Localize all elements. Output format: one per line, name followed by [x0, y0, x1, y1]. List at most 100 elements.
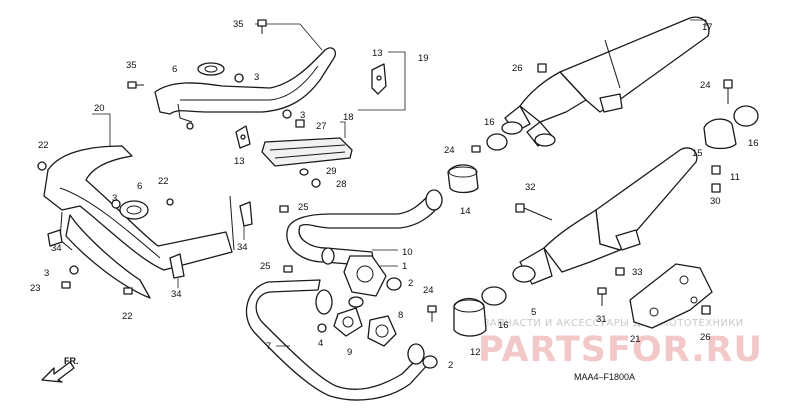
clamp-14 [447, 164, 479, 194]
callout-13: 13 [372, 48, 383, 59]
callout-3: 3 [254, 72, 259, 83]
clamp-15 [703, 118, 737, 150]
callout-8: 8 [398, 310, 403, 321]
callout-24: 24 [423, 285, 434, 296]
nut-33 [615, 267, 625, 276]
callout-2: 2 [408, 278, 413, 289]
callout-16: 16 [748, 138, 759, 149]
gasket-16-lower [481, 286, 507, 306]
bolt-24-middle [427, 305, 437, 322]
watermark-logo: PARTSFOR.RU [478, 330, 763, 370]
callout-3: 3 [300, 110, 305, 121]
callout-34: 34 [51, 243, 62, 254]
exhaust-pipe-7 [245, 279, 431, 401]
callout-26: 26 [700, 332, 711, 343]
callout-29: 29 [326, 166, 337, 177]
bolt-22-mid [166, 198, 174, 206]
joint-flange-1 [343, 255, 387, 297]
gasket-16-right [733, 105, 759, 127]
callout-16: 16 [484, 117, 495, 128]
callout-12: 12 [470, 347, 481, 358]
bracket-13-upper [371, 63, 387, 95]
callout-34: 34 [237, 242, 248, 253]
exhaust-pipe-10 [286, 189, 443, 267]
bracket-34-right [239, 201, 253, 227]
lead-35a [255, 23, 323, 51]
callout-18: 18 [343, 112, 354, 123]
callout-19: 19 [418, 53, 429, 64]
callout-22: 22 [38, 140, 49, 151]
lead-20 [92, 113, 111, 146]
lead-18 [340, 121, 346, 138]
bolt-24-right [723, 79, 733, 89]
callout-30: 30 [710, 196, 721, 207]
callout-22: 22 [122, 311, 133, 322]
callout-35: 35 [126, 60, 137, 71]
callout-31: 31 [596, 314, 607, 325]
bolt-24-upper [471, 145, 481, 153]
gasket-16-upper [486, 133, 508, 151]
lower-muffler [512, 147, 698, 285]
callout-32: 32 [525, 182, 536, 193]
callout-10: 10 [402, 247, 413, 258]
flange-8 [367, 315, 397, 347]
washer-29 [299, 168, 309, 176]
lower-heat-shield [43, 145, 235, 299]
bolt-27 [295, 119, 305, 128]
nut-26-top [537, 63, 547, 73]
callout-22: 22 [158, 176, 169, 187]
callout-labels: 35 35 6 3 13 19 3 27 18 13 29 28 20 22 3… [30, 19, 759, 371]
gasket-2-lower [422, 355, 438, 369]
callout-15: 15 [692, 148, 703, 159]
gasket-6-lower-hole [126, 205, 142, 215]
stay-bracket-21 [629, 263, 713, 329]
bolt-25-upper [279, 205, 289, 213]
bolt-25-lower [283, 265, 293, 273]
callout-13: 13 [234, 156, 245, 167]
callout-25: 25 [298, 202, 309, 213]
flange-9 [333, 307, 363, 337]
callout-25: 25 [260, 261, 271, 272]
bolt-31 [597, 287, 607, 306]
callout-7: 7 [266, 341, 271, 352]
lead-17 [690, 19, 707, 26]
collar-28 [311, 178, 321, 188]
nut-11 [711, 165, 721, 175]
nut-3-middle [282, 109, 292, 119]
bracket-34-bottom [169, 253, 185, 279]
washer-3-bottom [69, 265, 79, 275]
nut-26-bottom [701, 305, 711, 315]
callout-4: 4 [318, 338, 323, 349]
clamp-band-12 [453, 297, 487, 337]
collar-30 [711, 183, 721, 193]
callout-24: 24 [444, 145, 455, 156]
nut-3-top [234, 73, 244, 83]
callout-3: 3 [112, 193, 117, 204]
callout-33: 33 [632, 267, 643, 278]
bolt-32 [515, 203, 553, 221]
diagram-code: MAA4–F1800A [574, 372, 635, 382]
callout-5: 5 [531, 307, 536, 318]
heat-shield-cover-18 [261, 137, 353, 167]
callout-21: 21 [630, 334, 641, 345]
lead-19 [358, 51, 406, 111]
front-direction-arrow [41, 361, 75, 383]
bolt-35-left [127, 81, 144, 89]
gasket-6-lower [119, 200, 149, 220]
callout-24: 24 [700, 80, 711, 91]
callout-14: 14 [460, 206, 471, 217]
gasket-flange [348, 296, 364, 308]
bolt-35-top [257, 19, 267, 34]
nut-3-left [111, 199, 121, 209]
callout-28: 28 [336, 179, 347, 190]
callout-11: 11 [730, 172, 740, 183]
callout-6: 6 [172, 64, 177, 75]
bracket-13-lower [235, 125, 251, 149]
upper-heat-shield [154, 47, 337, 130]
callout-34: 34 [171, 289, 182, 300]
callout-27: 27 [316, 121, 327, 132]
callout-2: 2 [448, 360, 453, 371]
callout-6: 6 [137, 181, 142, 192]
